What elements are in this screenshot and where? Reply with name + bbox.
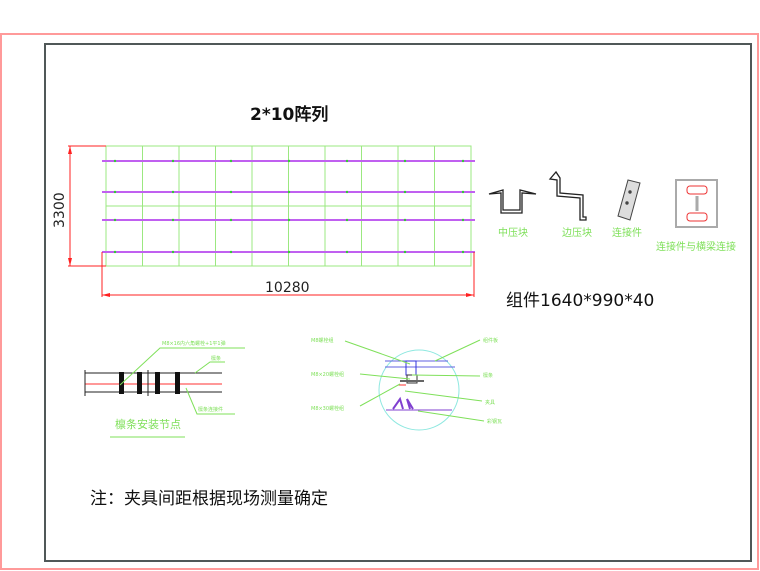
clamp-point (171, 218, 175, 222)
mid-clamp-icon (488, 189, 537, 214)
m8-bolt-label: M8螺栓组 (311, 337, 334, 344)
clamp-point (229, 159, 233, 163)
solar-panel (324, 205, 362, 267)
solar-panel (434, 145, 472, 207)
clamp-point (287, 218, 291, 222)
clamp-point (229, 250, 233, 254)
solar-panel (361, 205, 399, 267)
clamp-point (345, 159, 349, 163)
clamp-point (287, 250, 291, 254)
clamp-point (287, 159, 291, 163)
clamp-point (345, 190, 349, 194)
dimension-lines (68, 145, 475, 297)
part-label: 边压块 (562, 227, 592, 239)
clamp-point (171, 159, 175, 163)
bolt-label: M8×16内六角螺栓+1平1弹 (162, 340, 226, 347)
clamp-point (345, 250, 349, 254)
clamp-point (461, 159, 465, 163)
purlin-detail-title: 檩条安装节点 (115, 417, 181, 431)
width-dimension: 10280 (265, 280, 310, 296)
array-title: 2*10阵列 (250, 104, 328, 125)
connector-label: 檩条连接件 (198, 406, 223, 413)
solar-panel (142, 145, 180, 207)
solar-panel (178, 145, 216, 207)
part-label: 连接件与横梁连接 (656, 240, 736, 253)
solar-panel (251, 205, 289, 267)
solar-panel (178, 205, 216, 267)
clamp-point (403, 250, 407, 254)
height-dimension: 3300 (52, 192, 68, 228)
clamp-point (171, 250, 175, 254)
clamp-point (113, 218, 117, 222)
clamp-point (403, 159, 407, 163)
connector-icon (617, 179, 641, 221)
solar-panel (105, 145, 143, 207)
clamp-point (403, 190, 407, 194)
solar-panel (142, 205, 180, 267)
solar-panel (324, 145, 362, 207)
solar-panel (251, 145, 289, 207)
clamp-point (229, 190, 233, 194)
m8x30-bolt-label: M8×30螺栓组 (311, 405, 344, 412)
solar-panel (397, 145, 435, 207)
solar-panel (361, 145, 399, 207)
solar-panel (434, 205, 472, 267)
clamp-point (287, 190, 291, 194)
module-spec: 组件1640*990*40 (506, 291, 654, 311)
m8x20-bolt-label: M8×20螺栓组 (311, 371, 344, 378)
panel-array (102, 145, 475, 267)
clamp-point (461, 250, 465, 254)
clamp-purlin-label: 檩条 (483, 372, 493, 379)
solar-panel (215, 205, 253, 267)
clamp-point (345, 218, 349, 222)
solar-panel (105, 205, 143, 267)
clamp-point (113, 190, 117, 194)
part-label: 中压块 (498, 226, 528, 239)
clamp-point (461, 190, 465, 194)
purlin-label: 檩条 (211, 355, 221, 362)
clamp-point (171, 190, 175, 194)
purlin-detail: M8×16内六角螺栓+1平1弹 檩条 檩条连接件 檩条安装节点 (84, 340, 245, 438)
clamp-label: 夹具 (485, 399, 495, 406)
dimension-arrows (68, 146, 474, 297)
clamp-point (229, 218, 233, 222)
outer-border (0, 33, 759, 570)
roof-label: 彩钢瓦 (487, 418, 502, 425)
clamp-point (113, 250, 117, 254)
clamp-point (113, 159, 117, 163)
solar-panel (288, 145, 326, 207)
clamp-point (403, 218, 407, 222)
connector-beam-icon (675, 179, 718, 228)
solar-panel (215, 145, 253, 207)
note: 注：夹具间距根据现场测量确定 (90, 489, 328, 509)
clamp-point (461, 218, 465, 222)
solar-panel (288, 205, 326, 267)
part-label: 连接件 (612, 226, 642, 239)
edge-clamp-icon (548, 170, 587, 221)
inner-frame (44, 43, 752, 562)
solar-panel (397, 205, 435, 267)
clamp-detail: M8螺栓组 M8×20螺栓组 M8×30螺栓组 组件板 檩条 夹具 彩钢瓦 (311, 337, 502, 431)
panel-label: 组件板 (483, 337, 498, 344)
